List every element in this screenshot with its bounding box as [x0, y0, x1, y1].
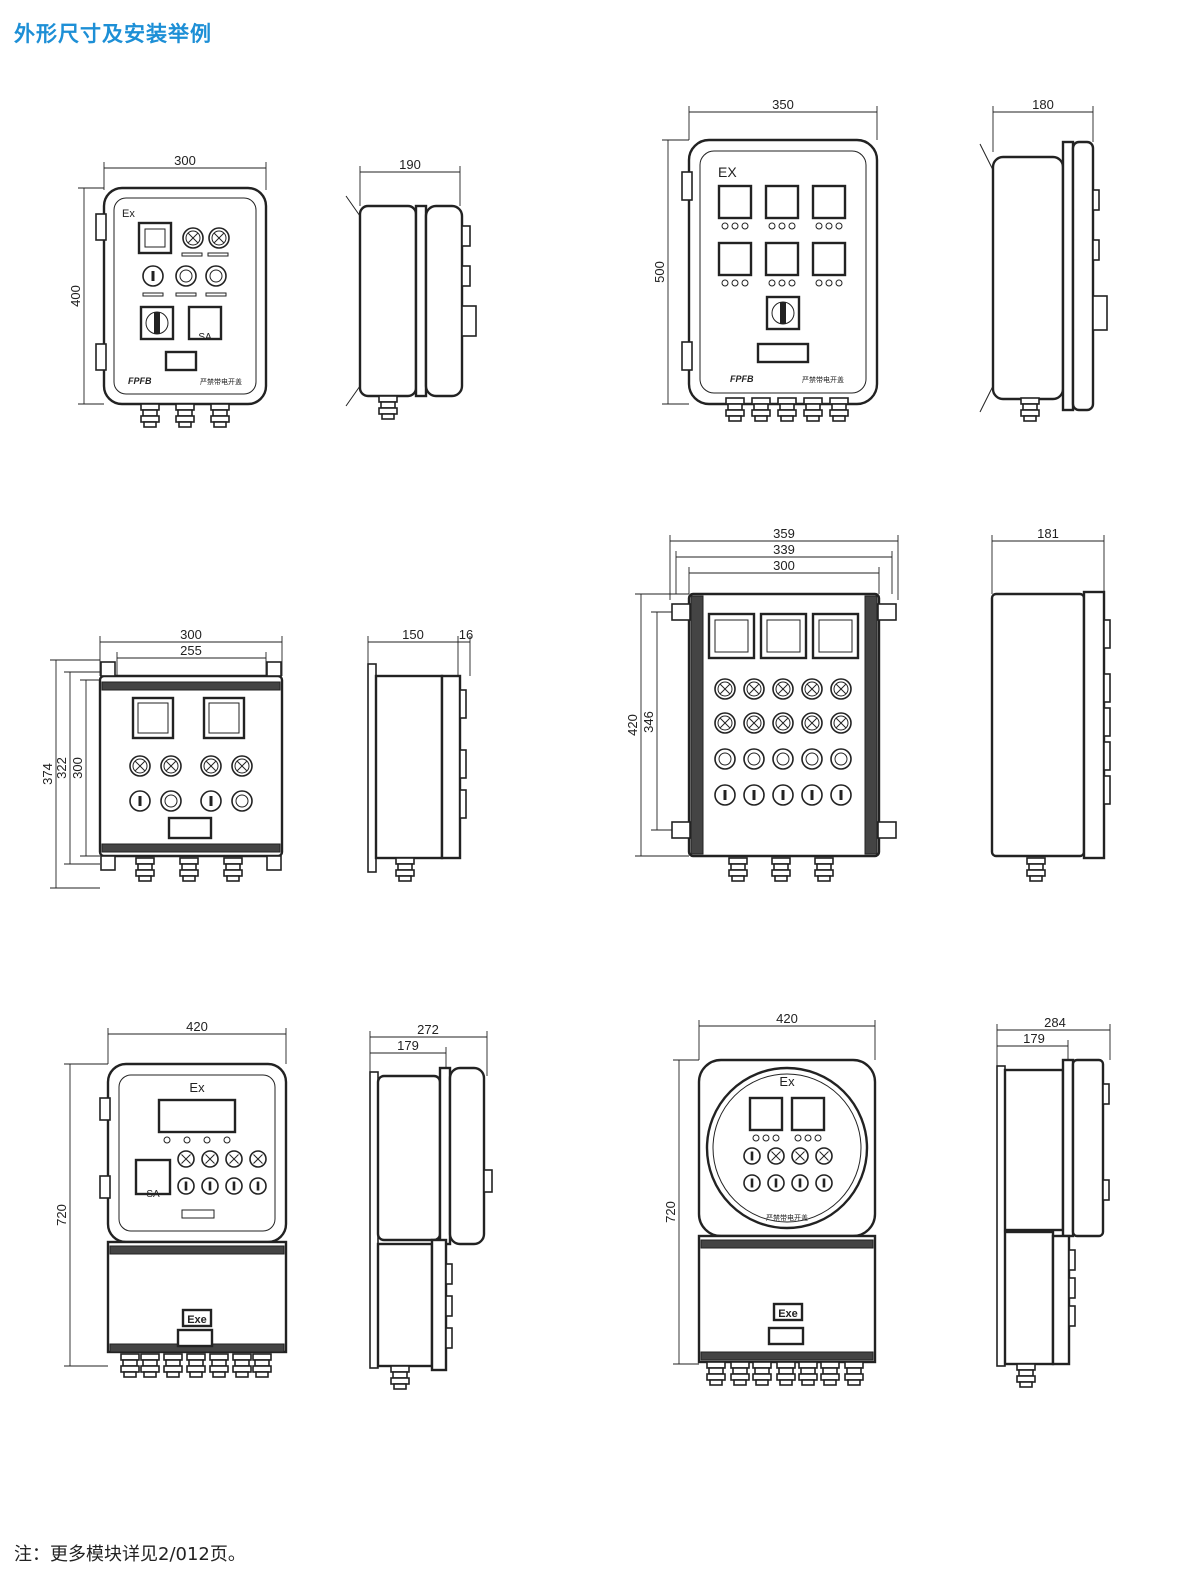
diagram6-front: 420 720 Ex 严禁带电开盖 Exe	[663, 1011, 877, 1386]
d1-width: 300	[174, 153, 196, 168]
d5-depth-lower: 179	[397, 1038, 419, 1053]
footnote: 注：更多模块详见2/012页。	[14, 1544, 246, 1565]
diagram2-side: 180	[979, 97, 1108, 422]
d5-sa: SA	[146, 1189, 160, 1200]
d1-brand: FPFB	[128, 376, 152, 386]
d3-depth: 150	[402, 627, 424, 642]
d3-flange: 16	[459, 627, 473, 642]
d3-mount: 255	[180, 643, 202, 658]
diagram5-side: 272 179	[369, 1022, 493, 1390]
d6-ex: Ex	[779, 1074, 795, 1089]
d6-width: 420	[776, 1011, 798, 1026]
d4-w-mid: 339	[773, 542, 795, 557]
d5-width: 420	[186, 1019, 208, 1034]
d3-h-mid: 322	[54, 757, 69, 779]
d1-height: 400	[68, 285, 83, 307]
d1-depth: 190	[399, 157, 421, 172]
d6-exe: Exe	[778, 1308, 798, 1320]
d5-ex: Ex	[189, 1080, 205, 1095]
d2-depth: 180	[1032, 97, 1054, 112]
d2-height: 500	[652, 261, 667, 283]
d6-depth-overall: 284	[1044, 1015, 1066, 1030]
diagram3-side: 150 16	[367, 627, 473, 882]
d6-depth-lower: 179	[1023, 1031, 1045, 1046]
diagram3-front: 300 255 374 322 300	[40, 627, 284, 889]
d2-brand: FPFB	[730, 374, 754, 384]
d6-maker: 严禁带电开盖	[766, 1213, 808, 1222]
d4-w-body: 300	[773, 558, 795, 573]
d1-maker: 严禁带电开盖	[200, 377, 242, 386]
d5-exe: Exe	[187, 1314, 207, 1326]
diagram4-front: 359 339 300 420 346	[625, 526, 899, 882]
d2-maker: 严禁带电开盖	[802, 375, 844, 384]
diagram2-front: 350 500 EX FPFB 严禁带电开盖	[652, 97, 879, 422]
page-title: 外形尺寸及安装举例	[14, 22, 212, 46]
d3-h-overall: 374	[40, 763, 55, 785]
d4-h-mount: 346	[641, 711, 656, 733]
diagram4-side: 181	[990, 526, 1111, 882]
d4-depth: 181	[1037, 526, 1059, 541]
d2-width: 350	[772, 97, 794, 112]
d5-height: 720	[54, 1204, 69, 1226]
d3-h-body: 300	[70, 757, 85, 779]
d4-h-overall: 420	[625, 714, 640, 736]
d2-ex: EX	[718, 164, 737, 180]
diagram1-side: 190	[345, 157, 477, 420]
d1-sa: SA	[198, 332, 212, 343]
d3-width: 300	[180, 627, 202, 642]
diagram1-front: 300 400 Ex SA FPFB 严禁带电开盖	[68, 153, 268, 428]
d5-depth-overall: 272	[417, 1022, 439, 1037]
d6-height: 720	[663, 1201, 678, 1223]
diagram5-front: 420 720 Ex SA Exe	[54, 1019, 288, 1378]
diagram6-side: 284 179	[996, 1015, 1111, 1388]
d4-w-overall: 359	[773, 526, 795, 541]
d1-ex: Ex	[122, 208, 135, 220]
